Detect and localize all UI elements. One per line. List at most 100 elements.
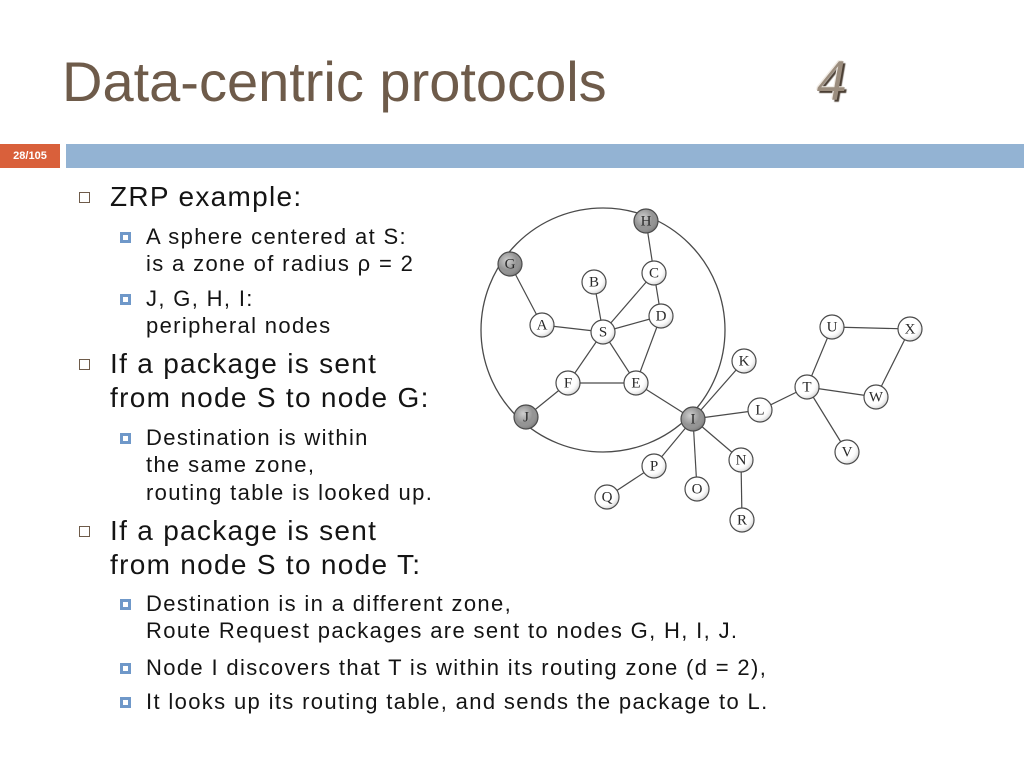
node-shading <box>530 313 554 337</box>
square-bullet-icon <box>120 662 131 674</box>
node-r: R <box>729 507 755 533</box>
sub-bullet-item: Destination is in a different zone, Rout… <box>120 590 739 645</box>
node-q: Q <box>594 484 620 510</box>
bullet-line: If a package is sent <box>110 515 378 546</box>
edge-i-o <box>692 418 698 490</box>
slide-title: Data-centric protocols <box>62 50 607 113</box>
edge-s-d <box>602 315 662 333</box>
sub-bullet-line: Destination is within <box>146 424 369 450</box>
peripheral-node-circle <box>497 251 523 277</box>
sub-bullet-item: Node I discovers that T is within its ro… <box>120 654 768 682</box>
node-shading <box>795 375 819 399</box>
bullet-item: If a package is sent from node S to node… <box>79 347 430 415</box>
peripheral-node-circle <box>680 406 706 432</box>
node-x: X <box>897 316 923 342</box>
sub-bullet-line: Destination is in a different zone, <box>146 590 513 616</box>
hollow-square-bullet-icon <box>79 359 90 370</box>
node-circle <box>794 374 820 400</box>
square-bullet-icon <box>120 696 131 708</box>
hollow-square-bullet-icon <box>79 526 90 537</box>
sub-bullet-line: routing table is looked up. <box>146 479 434 505</box>
node-i: I <box>680 406 706 432</box>
sub-bullet-item: J, G, H, I: peripheral nodes <box>120 285 332 340</box>
node-label: Q <box>602 490 613 506</box>
node-label: B <box>589 275 599 291</box>
node-shading <box>898 317 922 341</box>
sub-bullet-line: A sphere centered at S: <box>146 223 407 249</box>
node-u: U <box>819 314 845 340</box>
diagram-edges <box>509 220 911 521</box>
sub-bullet-line: Node I discovers that T is within its ro… <box>146 654 768 680</box>
node-o: O <box>684 476 710 502</box>
sub-bullet-line: Route Request packages are sent to nodes… <box>146 618 739 643</box>
node-circle <box>834 439 860 465</box>
node-label: D <box>656 309 667 325</box>
page-indicator-text: 28/105 <box>13 150 47 162</box>
node-j: J <box>513 404 539 430</box>
edge-c-d <box>653 272 662 317</box>
bullet-line: from node S to node T: <box>110 549 422 580</box>
node-label: K <box>739 354 750 370</box>
edge-i-l <box>692 409 761 420</box>
node-label: V <box>842 445 853 461</box>
node-label: G <box>505 257 516 273</box>
node-t: T <box>794 374 820 400</box>
node-label: E <box>631 376 640 392</box>
node-label: N <box>736 453 747 469</box>
edge-n-r <box>740 459 743 521</box>
node-shading <box>681 407 705 431</box>
node-a: A <box>529 312 555 338</box>
node-k: K <box>731 348 757 374</box>
node-p: P <box>641 453 667 479</box>
bullet-line: If a package is sent <box>110 348 378 379</box>
node-label: O <box>692 482 703 498</box>
header-bar <box>66 144 1024 168</box>
node-shading <box>730 508 754 532</box>
node-shading <box>820 315 844 339</box>
node-f: F <box>555 370 581 396</box>
node-shading <box>498 252 522 276</box>
node-shading <box>864 385 888 409</box>
bullet-item: If a package is sent from node S to node… <box>79 514 422 582</box>
node-shading <box>514 405 538 429</box>
edge-p-q <box>606 465 655 498</box>
node-circle <box>863 384 889 410</box>
edge-t-v <box>806 386 848 453</box>
node-v: V <box>834 439 860 465</box>
node-label: R <box>737 513 747 529</box>
bullet-item: ZRP example: <box>79 180 303 214</box>
edge-s-f <box>567 331 604 384</box>
edge-s-e <box>602 331 637 384</box>
sub-bullet-item: A sphere centered at S: is a zone of rad… <box>120 223 414 278</box>
node-label: X <box>905 322 916 338</box>
node-label: W <box>869 390 884 406</box>
edge-i-p <box>653 418 694 467</box>
edge-g-a <box>509 263 543 326</box>
node-label: F <box>564 376 572 392</box>
edge-i-k <box>692 360 745 420</box>
edge-x-w <box>875 328 911 398</box>
node-circle <box>897 316 923 342</box>
edge-h-c <box>645 220 655 274</box>
node-c: C <box>641 260 667 286</box>
node-shading <box>634 209 658 233</box>
node-shading <box>748 398 772 422</box>
routing-zone-circle <box>480 207 726 453</box>
sub-bullet-item: It looks up its routing table, and sends… <box>120 688 769 716</box>
node-shading <box>642 261 666 285</box>
edge-e-i <box>635 382 694 420</box>
sub-bullet-line: the same zone, <box>146 452 316 477</box>
sub-bullet-line: J, G, H, I: <box>146 285 254 311</box>
sub-bullet-line: peripheral nodes <box>146 313 332 338</box>
node-l: L <box>747 397 773 423</box>
node-shading <box>582 270 606 294</box>
node-circle <box>594 484 620 510</box>
node-circle <box>684 476 710 502</box>
node-shading <box>685 477 709 501</box>
square-bullet-icon <box>120 293 131 305</box>
node-circle <box>623 370 649 396</box>
node-circle <box>590 319 616 345</box>
edge-u-x <box>831 326 911 330</box>
node-d: D <box>648 303 674 329</box>
